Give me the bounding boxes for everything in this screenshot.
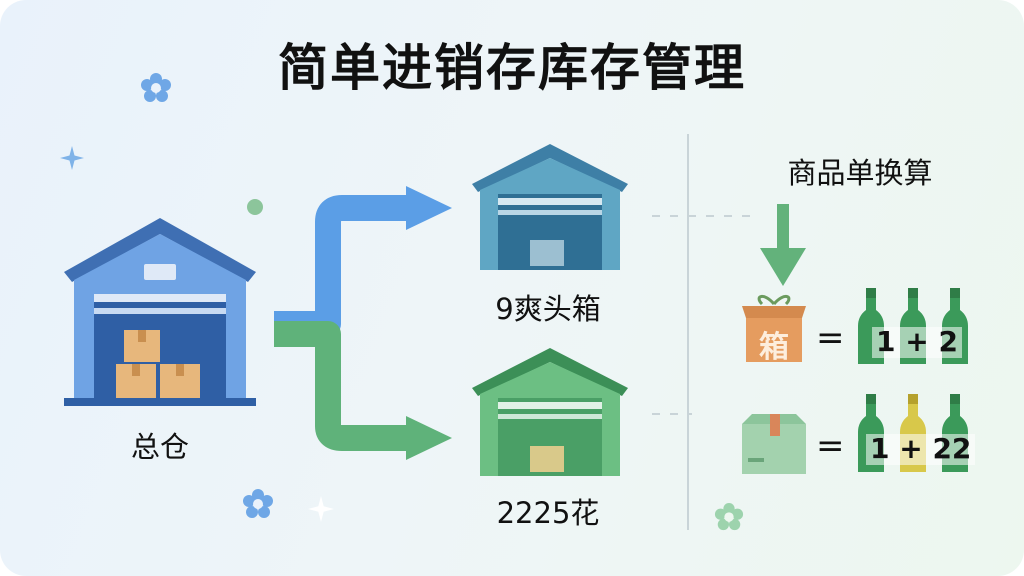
equals-sign: = [816, 426, 845, 466]
page-title: 简单进销存库存管理 [278, 39, 746, 97]
box-icon [116, 330, 200, 398]
green-warehouse-label: 2225花 [496, 496, 600, 530]
green-warehouse-icon [472, 348, 628, 476]
flower-icon [141, 73, 171, 102]
sparkle-icon [308, 496, 334, 522]
green-flow-arrow [274, 321, 452, 460]
equals-sign: = [816, 318, 845, 358]
conversion-title: 商品单换算 [787, 156, 933, 190]
blue-flow-arrow [274, 186, 452, 337]
unit-box-label: 箱 [759, 330, 789, 365]
blue-warehouse-label: 9爽头箱 [495, 292, 601, 326]
gift-box-icon [742, 295, 806, 362]
flower-icon [714, 502, 744, 531]
blue-warehouse-icon [472, 144, 628, 270]
arrow-down-icon [760, 204, 806, 286]
dashed-connector [652, 413, 692, 415]
main-warehouse-icon [64, 218, 256, 406]
flower-icon [243, 489, 273, 518]
dashed-connector [652, 215, 752, 217]
conversion-quantity-2: 1 + 22 [866, 433, 976, 465]
conversion-quantity-1: 1 + 2 [872, 326, 962, 358]
divider-line [687, 134, 689, 530]
sparkle-icon [60, 146, 84, 170]
main-warehouse-label: 总仓 [130, 430, 189, 464]
box-icon [742, 414, 806, 474]
dot-icon [247, 199, 263, 215]
